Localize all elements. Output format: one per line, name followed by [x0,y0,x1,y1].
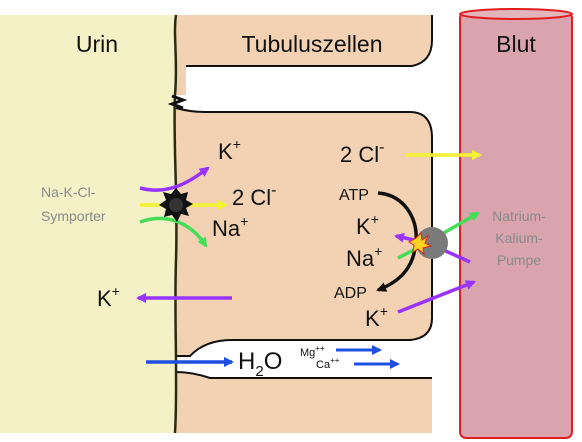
symporter-na-label: Na+ [212,213,248,241]
pump-k-label: K+ [356,211,379,239]
water-label: H2O [238,348,282,380]
symporter-k-label: K+ [218,136,241,164]
mg-label: Mg++ [300,344,325,359]
main-cell-outline [175,107,433,357]
cells-label: Tubuluszellen [241,31,382,57]
pump-na-label: Na+ [346,243,382,271]
blood-vessel [459,11,573,439]
upper-cell [176,15,432,95]
atp-label: ATP [339,187,369,204]
lower-cell-outline [175,371,432,379]
main-tubule-cell [176,108,432,356]
chloride-blood-label: 2 Cl- [340,139,384,167]
symporter-na-arrow [139,216,208,248]
blood-vessel-top [459,8,573,20]
k-from-blood-arrow [397,280,476,314]
urine-label: Urin [76,31,118,57]
pump-name-line3: Pumpe [497,252,542,268]
k-from-blood-label: K+ [365,303,388,331]
pump-name-line1: Natrium- [492,208,546,224]
upper-cell-outline [186,15,433,67]
blood-label: Blut [496,31,536,57]
symporter-name-line2: Symporter [41,208,106,224]
urine-region [0,15,176,433]
k-to-urine-label: K+ [97,283,120,311]
symporter-k-arrow [139,166,210,192]
pump-active-site [408,231,433,256]
adp-label: ADP [334,285,367,302]
symporter-cl-label: 2 Cl- [232,182,276,210]
tight-junction [167,94,188,110]
pump-name-line2: Kalium- [495,230,543,246]
lower-cell [176,372,432,433]
symporter-name-line1: Na-K-Cl- [41,184,96,200]
symporter-core [169,198,183,212]
ca-label: Ca++ [316,356,340,371]
